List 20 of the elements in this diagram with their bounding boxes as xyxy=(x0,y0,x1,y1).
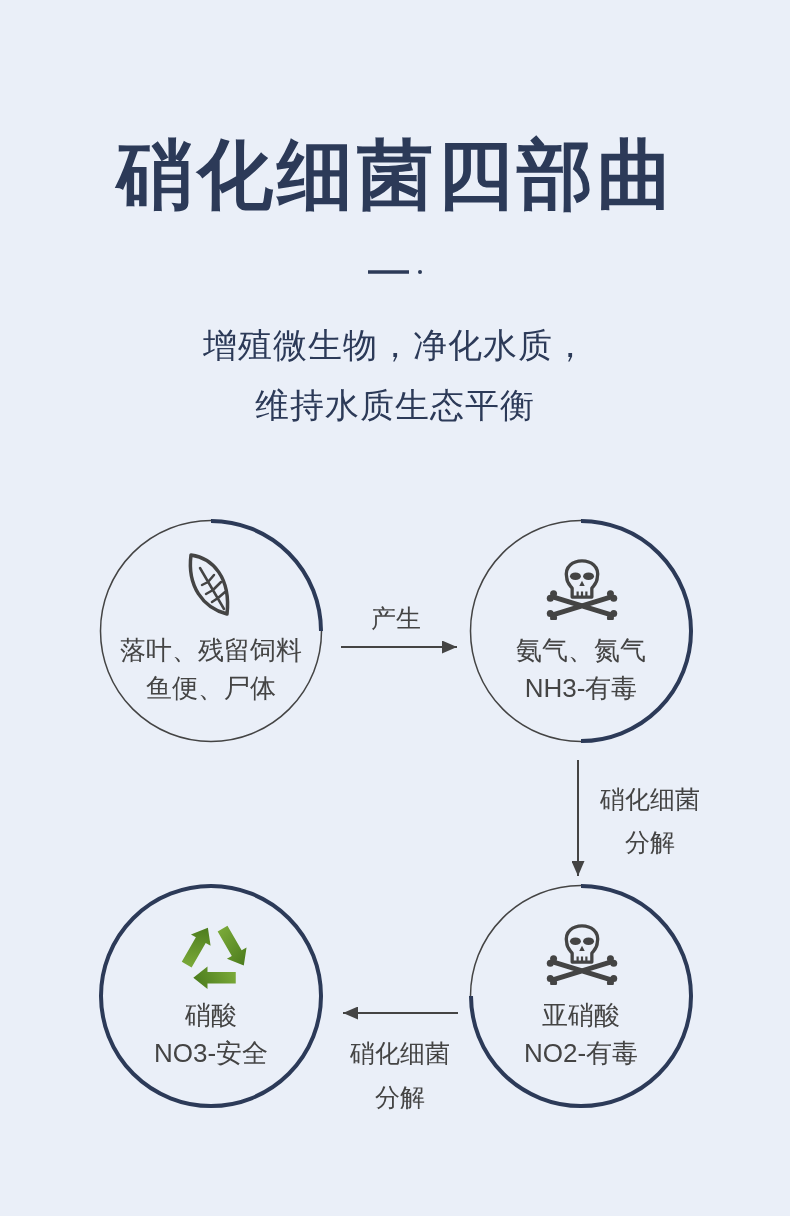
circle-node xyxy=(99,519,323,743)
arrow xyxy=(342,1006,459,1020)
subtitle: 增殖微生物，净化水质，维持水质生态平衡 xyxy=(201,325,589,426)
edge-label: 硝化细菌分解 xyxy=(349,1038,451,1113)
circle-node xyxy=(469,884,693,1108)
node-label: NO2-有毒 xyxy=(523,1037,639,1070)
circle-node xyxy=(469,519,693,743)
node-label: NH3-有毒 xyxy=(524,672,638,705)
node-label: 落叶、残留饲料 xyxy=(120,634,302,667)
node-label: 鱼便、尸体 xyxy=(146,672,276,705)
circle-node xyxy=(99,884,323,1108)
node-label: NO3-安全 xyxy=(153,1037,269,1070)
arrow xyxy=(571,759,585,877)
arrow xyxy=(340,640,458,654)
node-label: 硝酸 xyxy=(185,999,237,1032)
node-label: 亚硝酸 xyxy=(542,999,620,1032)
edge-label: 硝化细菌分解 xyxy=(599,784,701,858)
title: 硝化细菌四部曲 xyxy=(117,131,677,219)
edge-label: 产生 xyxy=(371,603,421,634)
node-label: 氨气、氮气 xyxy=(516,634,646,667)
